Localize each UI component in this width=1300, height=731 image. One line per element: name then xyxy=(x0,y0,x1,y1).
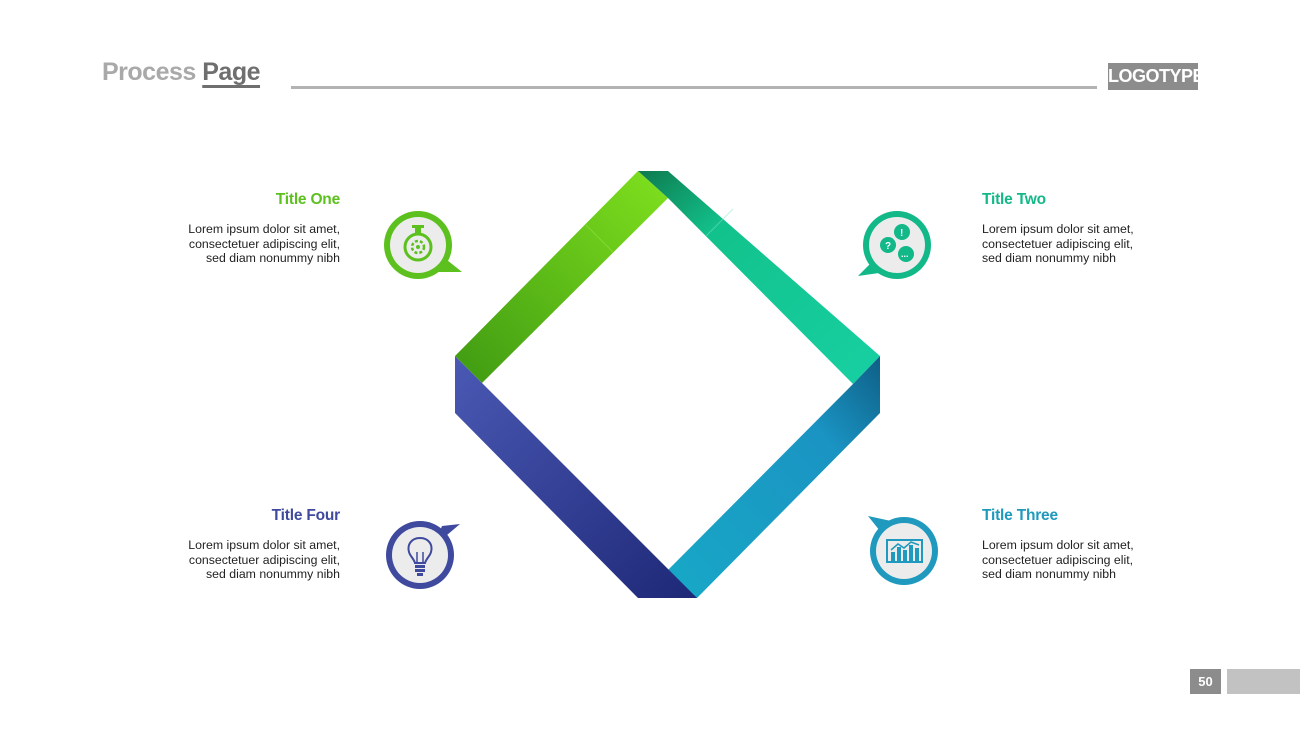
step-two-line-1: Lorem ipsum dolor sit amet, xyxy=(982,222,1134,236)
step-three-line-3: sed diam nonummy nibh xyxy=(982,567,1116,582)
svg-text:?: ? xyxy=(885,241,891,252)
page-title-part1: Process xyxy=(102,58,196,86)
svg-text:...: ... xyxy=(901,249,909,259)
step-four-line-2: consectetuer adipiscing elit, xyxy=(188,552,340,567)
page-title: Process Page xyxy=(102,58,261,87)
logo: LOGOTYPE xyxy=(1108,63,1205,90)
stopwatch-gear-icon xyxy=(384,211,462,279)
step-one-title: Title One xyxy=(275,191,340,208)
step-four-line-1: Lorem ipsum dolor sit amet, xyxy=(188,538,340,552)
step-one-line-3: sed diam nonummy nibh xyxy=(206,251,340,266)
step-three-description: Lorem ipsum dolor sit amet, consectetuer… xyxy=(982,538,1172,582)
step-four-title: Title Four xyxy=(271,507,341,524)
step-four-description: Lorem ipsum dolor sit amet, consectetuer… xyxy=(150,538,340,582)
step-one-description: Lorem ipsum dolor sit amet, consectetuer… xyxy=(150,222,340,266)
svg-text:!: ! xyxy=(900,228,903,239)
bar-chart-icon xyxy=(868,516,938,585)
band-step-four xyxy=(455,356,697,598)
step-two-line-3: sed diam nonummy nibh xyxy=(982,251,1116,266)
step-one-line-2: consectetuer adipiscing elit, xyxy=(188,236,340,251)
page-number: 50 xyxy=(1190,669,1221,694)
step-three-line-2: consectetuer adipiscing elit, xyxy=(982,552,1134,567)
step-three-title: Title Three xyxy=(982,507,1058,524)
step-two-line-2: consectetuer adipiscing elit, xyxy=(982,236,1134,251)
step-three-line-1: Lorem ipsum dolor sit amet, xyxy=(982,538,1134,552)
band-step-three xyxy=(668,356,880,598)
step-two-description: Lorem ipsum dolor sit amet, consectetuer… xyxy=(982,222,1172,266)
step-two-title: Title Two xyxy=(982,191,1046,208)
footer-bar xyxy=(1227,669,1300,694)
header-divider xyxy=(291,86,1097,89)
speech-bubbles-icon: ! ? ... xyxy=(858,211,931,279)
step-four-line-3: sed diam nonummy nibh xyxy=(206,567,340,582)
page-title-part2: Page xyxy=(202,58,261,86)
lightbulb-icon xyxy=(386,521,460,589)
band-step-one xyxy=(455,171,668,383)
band-step-two xyxy=(638,171,880,384)
step-one-line-1: Lorem ipsum dolor sit amet, xyxy=(188,222,340,236)
